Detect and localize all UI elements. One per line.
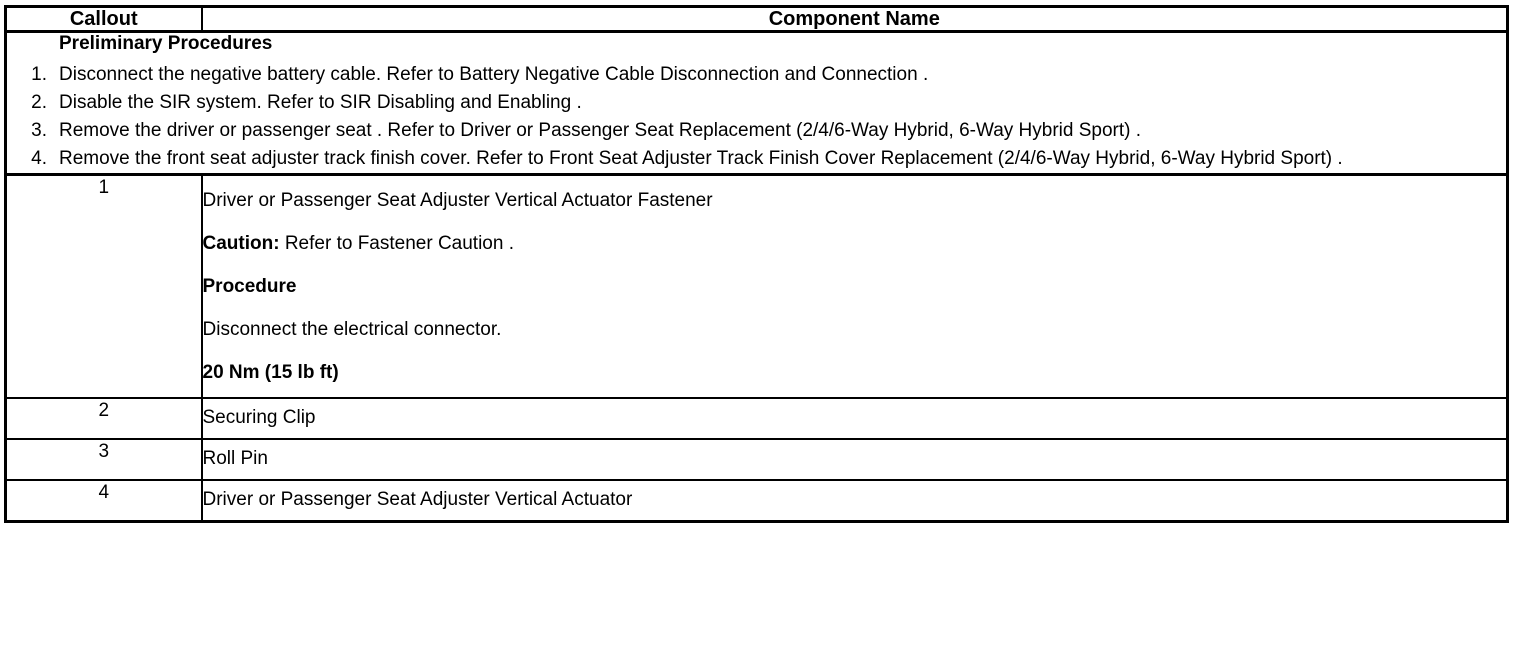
callout-table: Callout Component Name Preliminary Proce… (4, 5, 1509, 523)
preliminary-step: 1. Disconnect the negative battery cable… (7, 61, 1506, 89)
table-header: Callout Component Name (5, 6, 1508, 33)
procedure-text: Disconnect the electrical connector. (202, 319, 502, 340)
component-title: Securing Clip (202, 407, 316, 428)
row-component-name: Securing Clip (201, 398, 1508, 440)
caution-label: Caution: (202, 233, 280, 254)
step-text: Disable the SIR system. Refer to SIR Dis… (59, 92, 582, 113)
preliminary-step-list: 1. Disconnect the negative battery cable… (7, 61, 1506, 173)
component-title: Driver or Passenger Seat Adjuster Vertic… (202, 190, 713, 211)
caution-text: Refer to Fastener Caution . (284, 233, 514, 254)
preliminary-title: Preliminary Procedures (59, 33, 273, 54)
preliminary-row: Preliminary Procedures 1. Disconnect the… (5, 31, 1508, 176)
row-component-name: Driver or Passenger Seat Adjuster Vertic… (201, 480, 1508, 522)
step-number: 3. (31, 120, 47, 141)
row-callout-number: 4 (5, 480, 203, 522)
header-component-name: Component Name (201, 6, 1508, 33)
table-row: 4 Driver or Passenger Seat Adjuster Vert… (5, 480, 1508, 522)
row-callout-number: 2 (5, 398, 203, 440)
table-row: 1 Driver or Passenger Seat Adjuster Vert… (5, 174, 1508, 399)
component-title: Roll Pin (202, 448, 268, 469)
preliminary-step: 3. Remove the driver or passenger seat .… (7, 117, 1506, 145)
row-callout-number: 3 (5, 439, 203, 481)
caution-note: Caution: Refer to Fastener Caution . (203, 223, 1507, 266)
step-text: Remove the front seat adjuster track fin… (59, 148, 1343, 169)
row-callout-number: 1 (5, 174, 203, 399)
step-number: 2. (31, 92, 47, 113)
detail-block: Driver or Passenger Seat Adjuster Vertic… (203, 176, 1507, 397)
table-row: 2 Securing Clip (5, 398, 1508, 440)
table-row: 3 Roll Pin (5, 439, 1508, 481)
header-callout: Callout (5, 6, 203, 33)
torque-spec: 20 Nm (15 lb ft) (202, 362, 339, 383)
table-body: Preliminary Procedures 1. Disconnect the… (5, 31, 1508, 522)
header-row: Callout Component Name (5, 6, 1508, 33)
component-title: Driver or Passenger Seat Adjuster Vertic… (202, 489, 633, 510)
row-component-detail: Driver or Passenger Seat Adjuster Vertic… (201, 174, 1508, 399)
preliminary-step: 4. Remove the front seat adjuster track … (7, 145, 1506, 173)
step-text: Remove the driver or passenger seat . Re… (59, 120, 1142, 141)
step-number: 4. (31, 148, 47, 169)
preliminary-cell: Preliminary Procedures 1. Disconnect the… (5, 31, 1508, 176)
preliminary-step: 2. Disable the SIR system. Refer to SIR … (7, 89, 1506, 117)
step-text: Disconnect the negative battery cable. R… (59, 64, 929, 85)
procedure-label: Procedure (202, 276, 297, 297)
step-number: 1. (31, 64, 47, 85)
row-component-name: Roll Pin (201, 439, 1508, 481)
